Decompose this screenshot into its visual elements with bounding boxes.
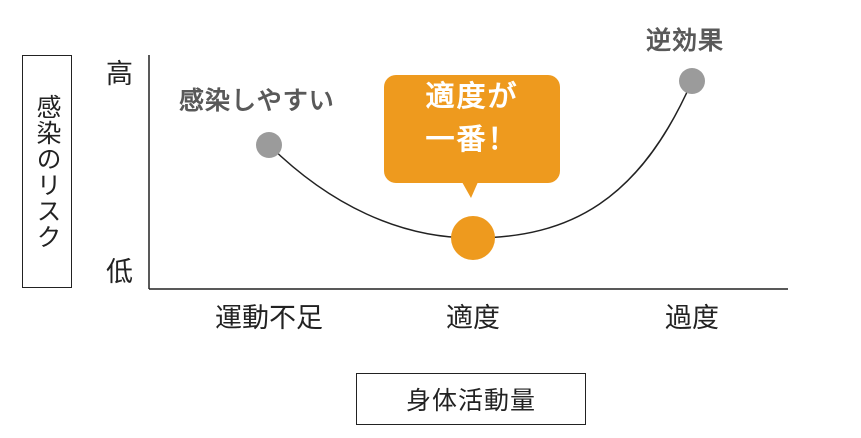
callout-line-1: 適度が	[425, 79, 519, 113]
x-axis-title-box: 身体活動量	[356, 373, 586, 425]
y-label-high: 高	[106, 59, 133, 90]
annotation-susceptible: 感染しやすい	[179, 86, 335, 115]
y-label-low: 低	[106, 257, 133, 288]
marker-excessive	[679, 68, 705, 94]
x-category-moderate: 適度	[446, 303, 500, 334]
marker-moderate	[451, 216, 495, 260]
x-category-insufficient: 運動不足	[215, 303, 323, 334]
callout-pointer	[462, 182, 478, 198]
x-axis-title: 身体活動量	[405, 386, 536, 415]
y-axis-title: 感染のリスク	[33, 93, 62, 250]
callout-text: 適度が 一番！	[384, 75, 560, 161]
callout-line-2: 一番！	[425, 122, 519, 156]
callout-bubble	[384, 75, 560, 183]
marker-insufficient	[256, 132, 282, 158]
annotation-counterproductive: 逆効果	[646, 26, 725, 55]
y-axis-title-box: 感染のリスク	[22, 55, 72, 288]
x-category-excessive: 過度	[665, 303, 719, 334]
